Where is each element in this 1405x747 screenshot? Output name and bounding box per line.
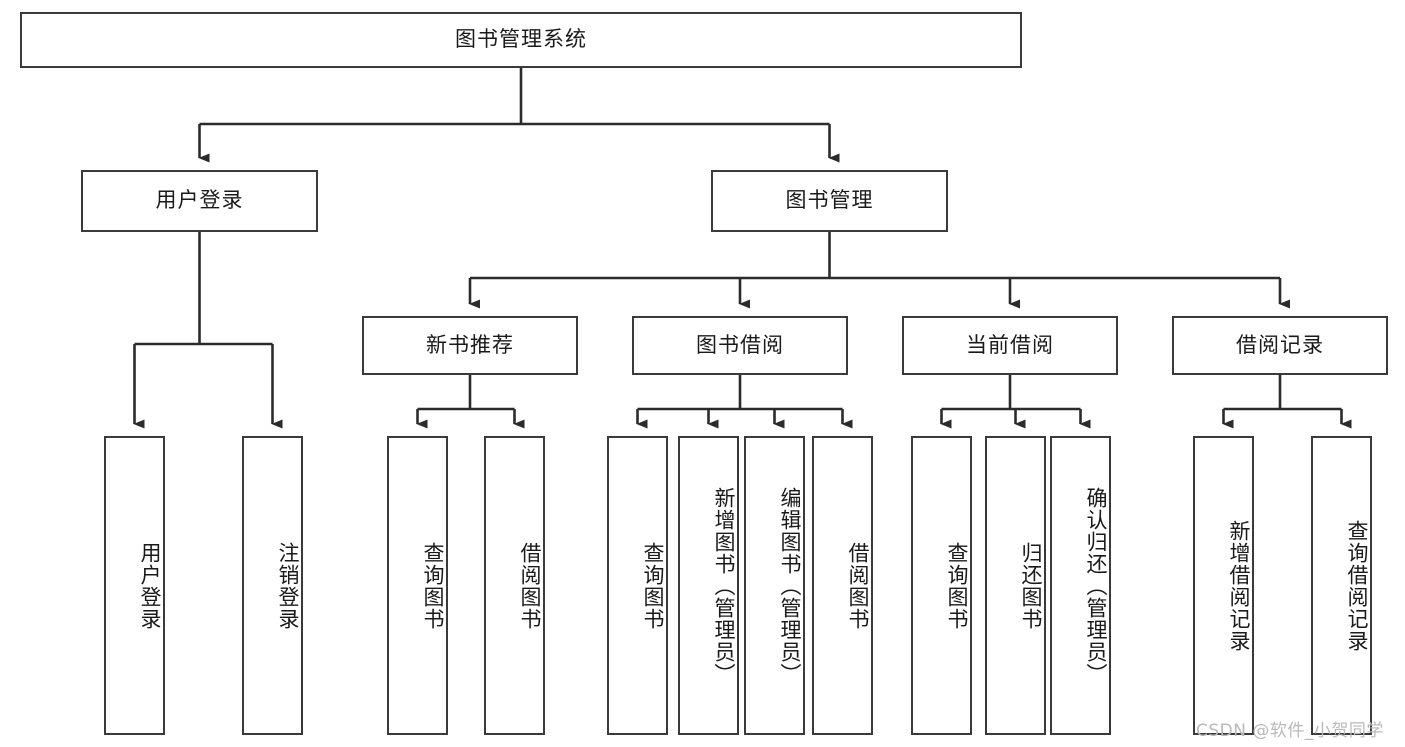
node-book-borrow-label: 图书借阅 bbox=[696, 332, 784, 357]
leaf-record-add-label: 新增借阅记录 bbox=[1227, 519, 1251, 652]
node-current-borrow-label: 当前借阅 bbox=[966, 332, 1054, 357]
leaf-current-query[interactable]: 查询图书 bbox=[911, 436, 972, 735]
leaf-record-query-label: 查询借阅记录 bbox=[1345, 519, 1369, 652]
leaf-user-login[interactable]: 用户登录 bbox=[104, 436, 165, 735]
node-book-management[interactable]: 图书管理 bbox=[711, 170, 948, 232]
node-root[interactable]: 图书管理系统 bbox=[20, 12, 1022, 68]
node-book-management-label: 图书管理 bbox=[785, 188, 874, 213]
leaf-borrow-edit-book[interactable]: 编辑图书（管理员） bbox=[744, 436, 805, 735]
leaf-current-query-label: 查询图书 bbox=[945, 541, 969, 630]
leaf-record-query[interactable]: 查询借阅记录 bbox=[1311, 436, 1372, 735]
leaf-borrow-borrow-book[interactable]: 借阅图书 bbox=[812, 436, 873, 735]
node-borrow-record-label: 借阅记录 bbox=[1236, 332, 1324, 357]
leaf-user-logout-label: 注销登录 bbox=[276, 541, 300, 630]
node-user-login-label: 用户登录 bbox=[155, 188, 244, 213]
node-borrow-record[interactable]: 借阅记录 bbox=[1172, 316, 1388, 375]
node-user-login[interactable]: 用户登录 bbox=[81, 170, 318, 232]
leaf-borrow-add-book[interactable]: 新增图书（管理员） bbox=[678, 436, 739, 735]
node-current-borrow[interactable]: 当前借阅 bbox=[902, 316, 1118, 375]
leaf-newbook-borrow[interactable]: 借阅图书 bbox=[484, 436, 545, 735]
leaf-newbook-query-label: 查询图书 bbox=[421, 541, 445, 630]
leaf-current-confirm-return-label: 确认归还（管理员） bbox=[1084, 486, 1108, 685]
node-book-borrow[interactable]: 图书借阅 bbox=[632, 316, 848, 375]
leaf-user-logout[interactable]: 注销登录 bbox=[242, 436, 303, 735]
leaf-user-login-label: 用户登录 bbox=[138, 541, 162, 630]
leaf-borrow-borrow-book-label: 借阅图书 bbox=[846, 541, 870, 630]
leaf-borrow-edit-book-label: 编辑图书（管理员） bbox=[778, 486, 802, 685]
node-new-book-recommend[interactable]: 新书推荐 bbox=[362, 316, 578, 375]
leaf-newbook-borrow-label: 借阅图书 bbox=[518, 541, 542, 630]
leaf-current-return-label: 归还图书 bbox=[1019, 541, 1043, 630]
node-new-book-recommend-label: 新书推荐 bbox=[426, 332, 514, 357]
leaf-record-add[interactable]: 新增借阅记录 bbox=[1193, 436, 1254, 735]
leaf-borrow-query[interactable]: 查询图书 bbox=[607, 436, 668, 735]
leaf-current-confirm-return[interactable]: 确认归还（管理员） bbox=[1050, 436, 1111, 735]
leaf-borrow-add-book-label: 新增图书（管理员） bbox=[712, 486, 736, 685]
leaf-newbook-query[interactable]: 查询图书 bbox=[387, 436, 448, 735]
node-root-label: 图书管理系统 bbox=[455, 27, 587, 52]
leaf-current-return[interactable]: 归还图书 bbox=[985, 436, 1046, 735]
leaf-borrow-query-label: 查询图书 bbox=[641, 541, 665, 630]
